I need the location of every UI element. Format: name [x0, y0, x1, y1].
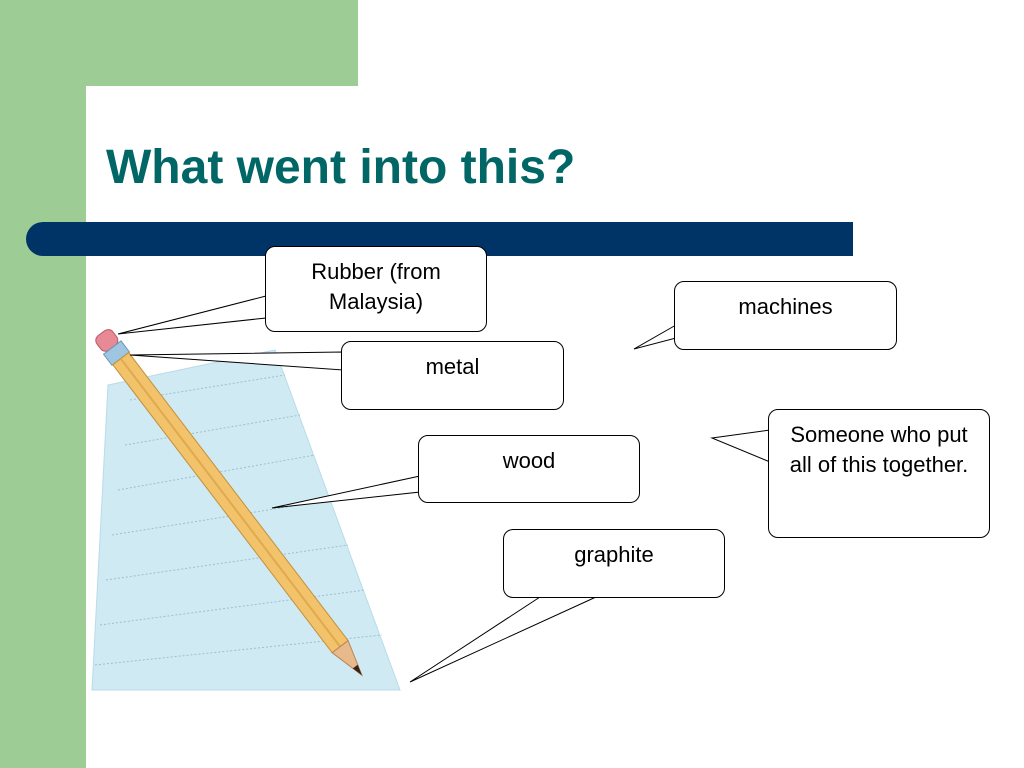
graphite-pointer [409, 596, 597, 683]
machines-pointer [633, 324, 677, 350]
someone-pointer [710, 429, 771, 463]
callout-graphite: graphite [503, 529, 725, 598]
pencil-icon [95, 329, 364, 677]
slide-title: What went into this? [106, 141, 576, 194]
callout-wood: wood [418, 435, 640, 503]
callout-rubber: Rubber (from Malaysia) [265, 246, 487, 332]
rubber-pointer [117, 295, 267, 335]
callout-machines: machines [674, 281, 897, 350]
green-frame-left [0, 0, 86, 768]
callout-metal: metal [341, 341, 564, 410]
callout-someone: Someone who put all of this together. [768, 409, 990, 538]
content-corner [86, 86, 206, 206]
